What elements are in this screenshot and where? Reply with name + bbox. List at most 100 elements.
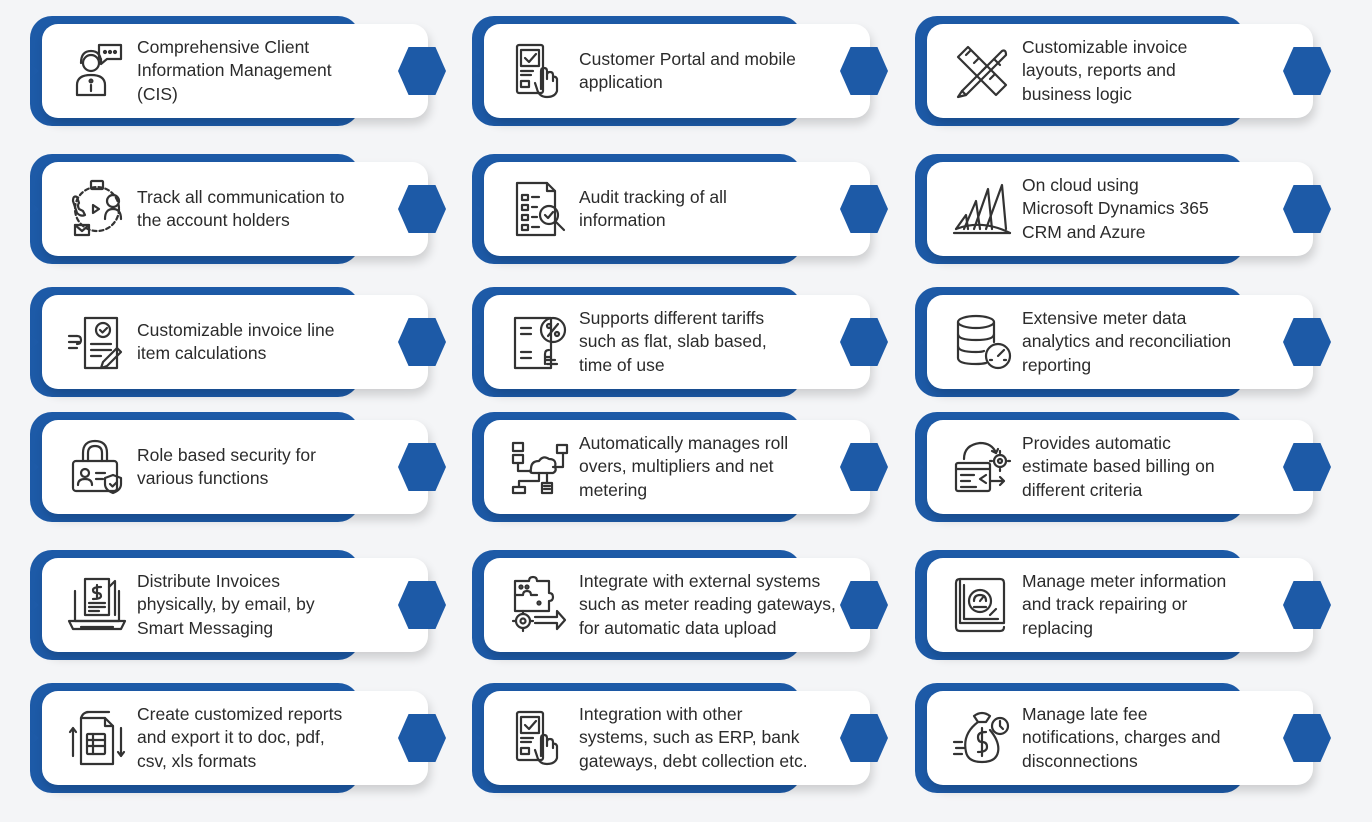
dynamics-logo-icon bbox=[949, 176, 1015, 242]
card-panel bbox=[927, 295, 1313, 389]
feature-label: Extensive meter data analytics and recon… bbox=[1022, 307, 1232, 375]
feature-label: Customizable invoice line item calculati… bbox=[137, 319, 335, 364]
card-notch bbox=[915, 63, 924, 79]
hexagon-marker bbox=[1283, 47, 1331, 95]
portal-touch-icon bbox=[506, 38, 572, 104]
network-cloud-icon bbox=[506, 434, 572, 500]
feature-label: Manage late fee notifications, charges a… bbox=[1022, 703, 1221, 771]
card-panel bbox=[927, 162, 1313, 256]
feature-label: Customer Portal and mobile application bbox=[579, 48, 796, 93]
portal-touch-icon bbox=[506, 705, 572, 771]
feature-card: Integrate with external systems such as … bbox=[472, 550, 888, 660]
card-notch bbox=[472, 201, 481, 217]
feature-label: Provides automatic estimate based billin… bbox=[1022, 432, 1215, 500]
hexagon-marker bbox=[840, 318, 888, 366]
feature-card: Manage meter information and track repai… bbox=[915, 550, 1331, 660]
communication-icon bbox=[64, 176, 130, 242]
hexagon-marker bbox=[398, 47, 446, 95]
card-panel bbox=[42, 558, 428, 652]
report-export-icon bbox=[64, 705, 130, 771]
feature-card: Customizable invoice layouts, reports an… bbox=[915, 16, 1331, 126]
money-bag-clock-icon bbox=[949, 705, 1015, 771]
feature-card: Supports different tariffs such as flat,… bbox=[472, 287, 888, 397]
feature-card: Audit tracking of all information bbox=[472, 154, 888, 264]
feature-card: Create customized reports and export it … bbox=[30, 683, 446, 793]
card-notch bbox=[472, 334, 481, 350]
feature-label: Create customized reports and export it … bbox=[137, 703, 343, 771]
hexagon-marker bbox=[398, 443, 446, 491]
hexagon-marker bbox=[840, 581, 888, 629]
feature-label: Supports different tariffs such as flat,… bbox=[579, 307, 767, 375]
hexagon-marker bbox=[1283, 581, 1331, 629]
feature-card: Comprehensive Client Information Managem… bbox=[30, 16, 446, 126]
feature-label: Audit tracking of all information bbox=[579, 186, 727, 231]
lock-user-icon bbox=[64, 434, 130, 500]
hexagon-marker bbox=[398, 318, 446, 366]
hexagon-marker bbox=[1283, 714, 1331, 762]
feature-card: Track all communication to the account h… bbox=[30, 154, 446, 264]
puzzle-gear-icon bbox=[506, 572, 572, 638]
card-notch bbox=[915, 597, 924, 613]
card-panel bbox=[42, 24, 428, 118]
card-panel bbox=[42, 162, 428, 256]
tariff-icon bbox=[506, 309, 572, 375]
hexagon-marker bbox=[1283, 443, 1331, 491]
feature-card: Customer Portal and mobile application bbox=[472, 16, 888, 126]
feature-card: Customizable invoice line item calculati… bbox=[30, 287, 446, 397]
feature-card: Distribute Invoices physically, by email… bbox=[30, 550, 446, 660]
hexagon-marker bbox=[840, 714, 888, 762]
feature-card: Integration with other systems, such as … bbox=[472, 683, 888, 793]
laptop-invoice-icon bbox=[64, 572, 130, 638]
auto-billing-icon bbox=[949, 434, 1015, 500]
feature-card: Manage late fee notifications, charges a… bbox=[915, 683, 1331, 793]
card-notch bbox=[30, 597, 39, 613]
feature-card: Provides automatic estimate based billin… bbox=[915, 412, 1331, 522]
feature-label: Manage meter information and track repai… bbox=[1022, 570, 1227, 638]
hexagon-marker bbox=[398, 185, 446, 233]
feature-card: Extensive meter data analytics and recon… bbox=[915, 287, 1331, 397]
feature-card: Role based security for various function… bbox=[30, 412, 446, 522]
card-panel bbox=[927, 691, 1313, 785]
card-panel bbox=[484, 420, 870, 514]
feature-label: Distribute Invoices physically, by email… bbox=[137, 570, 315, 638]
pencil-ruler-icon bbox=[949, 38, 1015, 104]
meter-blueprint-icon bbox=[949, 572, 1015, 638]
feature-label: Customizable invoice layouts, reports an… bbox=[1022, 36, 1188, 104]
card-notch bbox=[30, 201, 39, 217]
card-panel bbox=[42, 420, 428, 514]
card-notch bbox=[30, 730, 39, 746]
card-notch bbox=[30, 334, 39, 350]
hexagon-marker bbox=[840, 185, 888, 233]
card-notch bbox=[30, 459, 39, 475]
card-notch bbox=[915, 730, 924, 746]
card-panel bbox=[484, 691, 870, 785]
card-panel bbox=[42, 295, 428, 389]
feature-label: On cloud using Microsoft Dynamics 365 CR… bbox=[1022, 174, 1209, 242]
hexagon-marker bbox=[398, 714, 446, 762]
hexagon-marker bbox=[1283, 318, 1331, 366]
card-notch bbox=[915, 334, 924, 350]
card-notch bbox=[915, 459, 924, 475]
feature-card: Automatically manages roll overs, multip… bbox=[472, 412, 888, 522]
feature-label: Integration with other systems, such as … bbox=[579, 703, 808, 771]
hexagon-marker bbox=[398, 581, 446, 629]
hexagon-marker bbox=[840, 47, 888, 95]
feature-label: Comprehensive Client Information Managem… bbox=[137, 36, 332, 104]
card-notch bbox=[472, 459, 481, 475]
audit-icon bbox=[506, 176, 572, 242]
feature-card: On cloud using Microsoft Dynamics 365 CR… bbox=[915, 154, 1331, 264]
card-panel bbox=[42, 691, 428, 785]
card-notch bbox=[915, 201, 924, 217]
card-panel bbox=[484, 24, 870, 118]
feature-label: Integrate with external systems such as … bbox=[579, 570, 836, 638]
card-notch bbox=[472, 730, 481, 746]
card-notch bbox=[472, 63, 481, 79]
feature-label: Automatically manages roll overs, multip… bbox=[579, 432, 789, 500]
feature-label: Role based security for various function… bbox=[137, 444, 316, 489]
card-notch bbox=[472, 597, 481, 613]
card-panel bbox=[927, 420, 1313, 514]
invoice-calc-icon bbox=[64, 309, 130, 375]
hexagon-marker bbox=[1283, 185, 1331, 233]
card-panel bbox=[484, 162, 870, 256]
